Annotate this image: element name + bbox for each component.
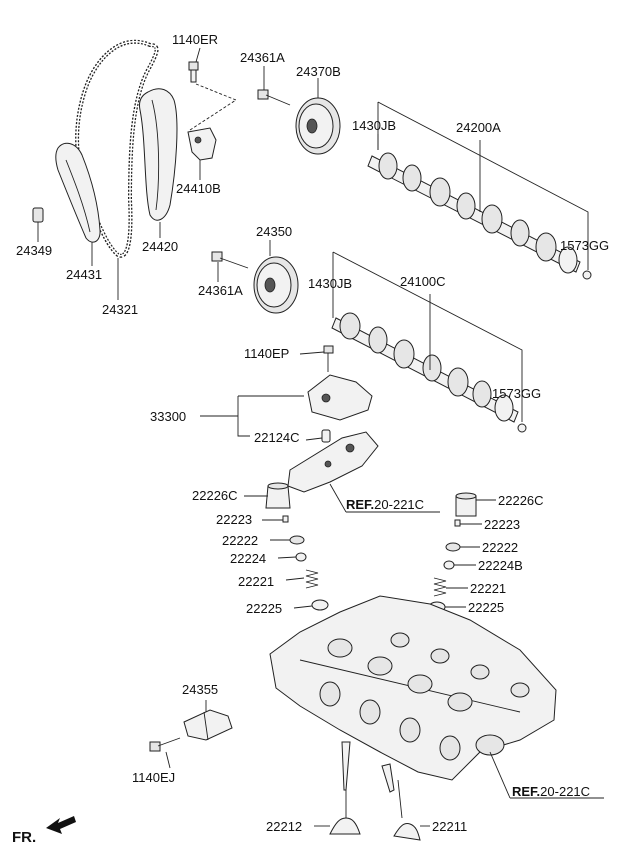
seat-22224-left	[295, 552, 307, 562]
ref-label-1: REF.20-221C	[346, 497, 424, 512]
label-24321: 24321	[102, 302, 138, 317]
label-22212: 22212	[266, 819, 302, 834]
label-24355: 24355	[182, 682, 218, 697]
label-1430JB-top: 1430JB	[352, 118, 396, 133]
label-24349: 24349	[16, 243, 52, 258]
label-22221-right: 22221	[470, 581, 506, 596]
pin-22124C	[321, 429, 331, 443]
leader-lines	[37, 47, 604, 827]
label-22211: 22211	[432, 819, 467, 834]
ref-2-code: 20-221C	[540, 784, 590, 799]
label-1573GG-bottom: 1573GG	[492, 386, 541, 401]
rocker-bracket-33300	[307, 374, 373, 421]
timing-chain-24321	[75, 39, 159, 258]
label-1140ER: 1140ER	[172, 32, 218, 47]
ref-1-prefix: REF.	[346, 497, 374, 512]
bolt-24361A-top	[257, 89, 291, 106]
label-24370B: 24370B	[296, 64, 341, 79]
retainer-22222-right	[445, 542, 461, 552]
label-22226C-right: 22226C	[498, 493, 544, 508]
chain-tensioner-arm-24431	[55, 142, 101, 243]
label-24200A: 24200A	[456, 120, 501, 135]
label-1430JB-bottom: 1430JB	[308, 276, 352, 291]
camshaft-24100C	[331, 312, 527, 433]
spring-22221-right	[433, 577, 447, 597]
label-22223-left: 22223	[216, 512, 252, 527]
tappet-22226C-right	[455, 492, 477, 517]
label-22124C: 22124C	[254, 430, 300, 445]
spring-22221-left	[305, 569, 319, 589]
label-1140EP: 1140EP	[244, 346, 289, 361]
front-direction-arrow	[46, 816, 76, 834]
label-22223-right: 22223	[484, 517, 520, 532]
bolt-24361A-bottom	[211, 251, 249, 269]
oil-control-valve-24355	[183, 709, 233, 741]
cam-carrier	[287, 431, 379, 493]
bolt-1140ER	[188, 61, 199, 83]
seat-22224B-right	[443, 560, 455, 570]
cylinder-head	[269, 595, 557, 781]
label-24361A-top: 24361A	[240, 50, 285, 65]
ref-2-prefix: REF.	[512, 784, 540, 799]
label-22225-left: 22225	[246, 601, 282, 616]
ref-1-code: 20-221C	[374, 497, 424, 512]
label-1140EJ: 1140EJ	[132, 770, 175, 785]
label-22225-right: 22225	[468, 600, 504, 615]
cam-sprocket-24350	[253, 256, 299, 314]
label-22222-right: 22222	[482, 540, 518, 555]
label-22221-left: 22221	[238, 574, 274, 589]
label-24431: 24431	[66, 267, 102, 282]
bolt-24349	[32, 207, 44, 230]
seal-22225-left	[311, 599, 329, 611]
bolt-1140EJ	[149, 737, 181, 752]
chain-guide-24420	[139, 88, 178, 221]
label-24100C: 24100C	[400, 274, 446, 289]
label-fr: FR.	[12, 829, 36, 846]
camshaft-24200A	[367, 152, 592, 280]
cam-sprocket-24370B	[295, 97, 341, 155]
label-22224: 22224	[230, 551, 266, 566]
ref-label-2: REF.20-221C	[512, 784, 590, 799]
label-1573GG-top: 1573GG	[560, 238, 609, 253]
label-22224B: 22224B	[478, 558, 523, 573]
valve-22211	[381, 763, 421, 841]
key-22223-right	[454, 519, 461, 527]
key-22223-left	[282, 515, 289, 523]
label-24420: 24420	[142, 239, 178, 254]
tensioner-24410B	[187, 127, 217, 161]
bolt-1140EP	[323, 345, 334, 372]
label-24361A-bottom: 24361A	[198, 283, 243, 298]
label-24410B: 24410B	[176, 181, 221, 196]
retainer-22222-left	[289, 535, 305, 545]
tappet-22226C-left	[265, 482, 291, 509]
valve-22212	[329, 741, 361, 835]
label-33300: 33300	[150, 409, 186, 424]
label-22226C-left: 22226C	[192, 488, 238, 503]
label-22222-left: 22222	[222, 533, 258, 548]
label-24350: 24350	[256, 224, 292, 239]
